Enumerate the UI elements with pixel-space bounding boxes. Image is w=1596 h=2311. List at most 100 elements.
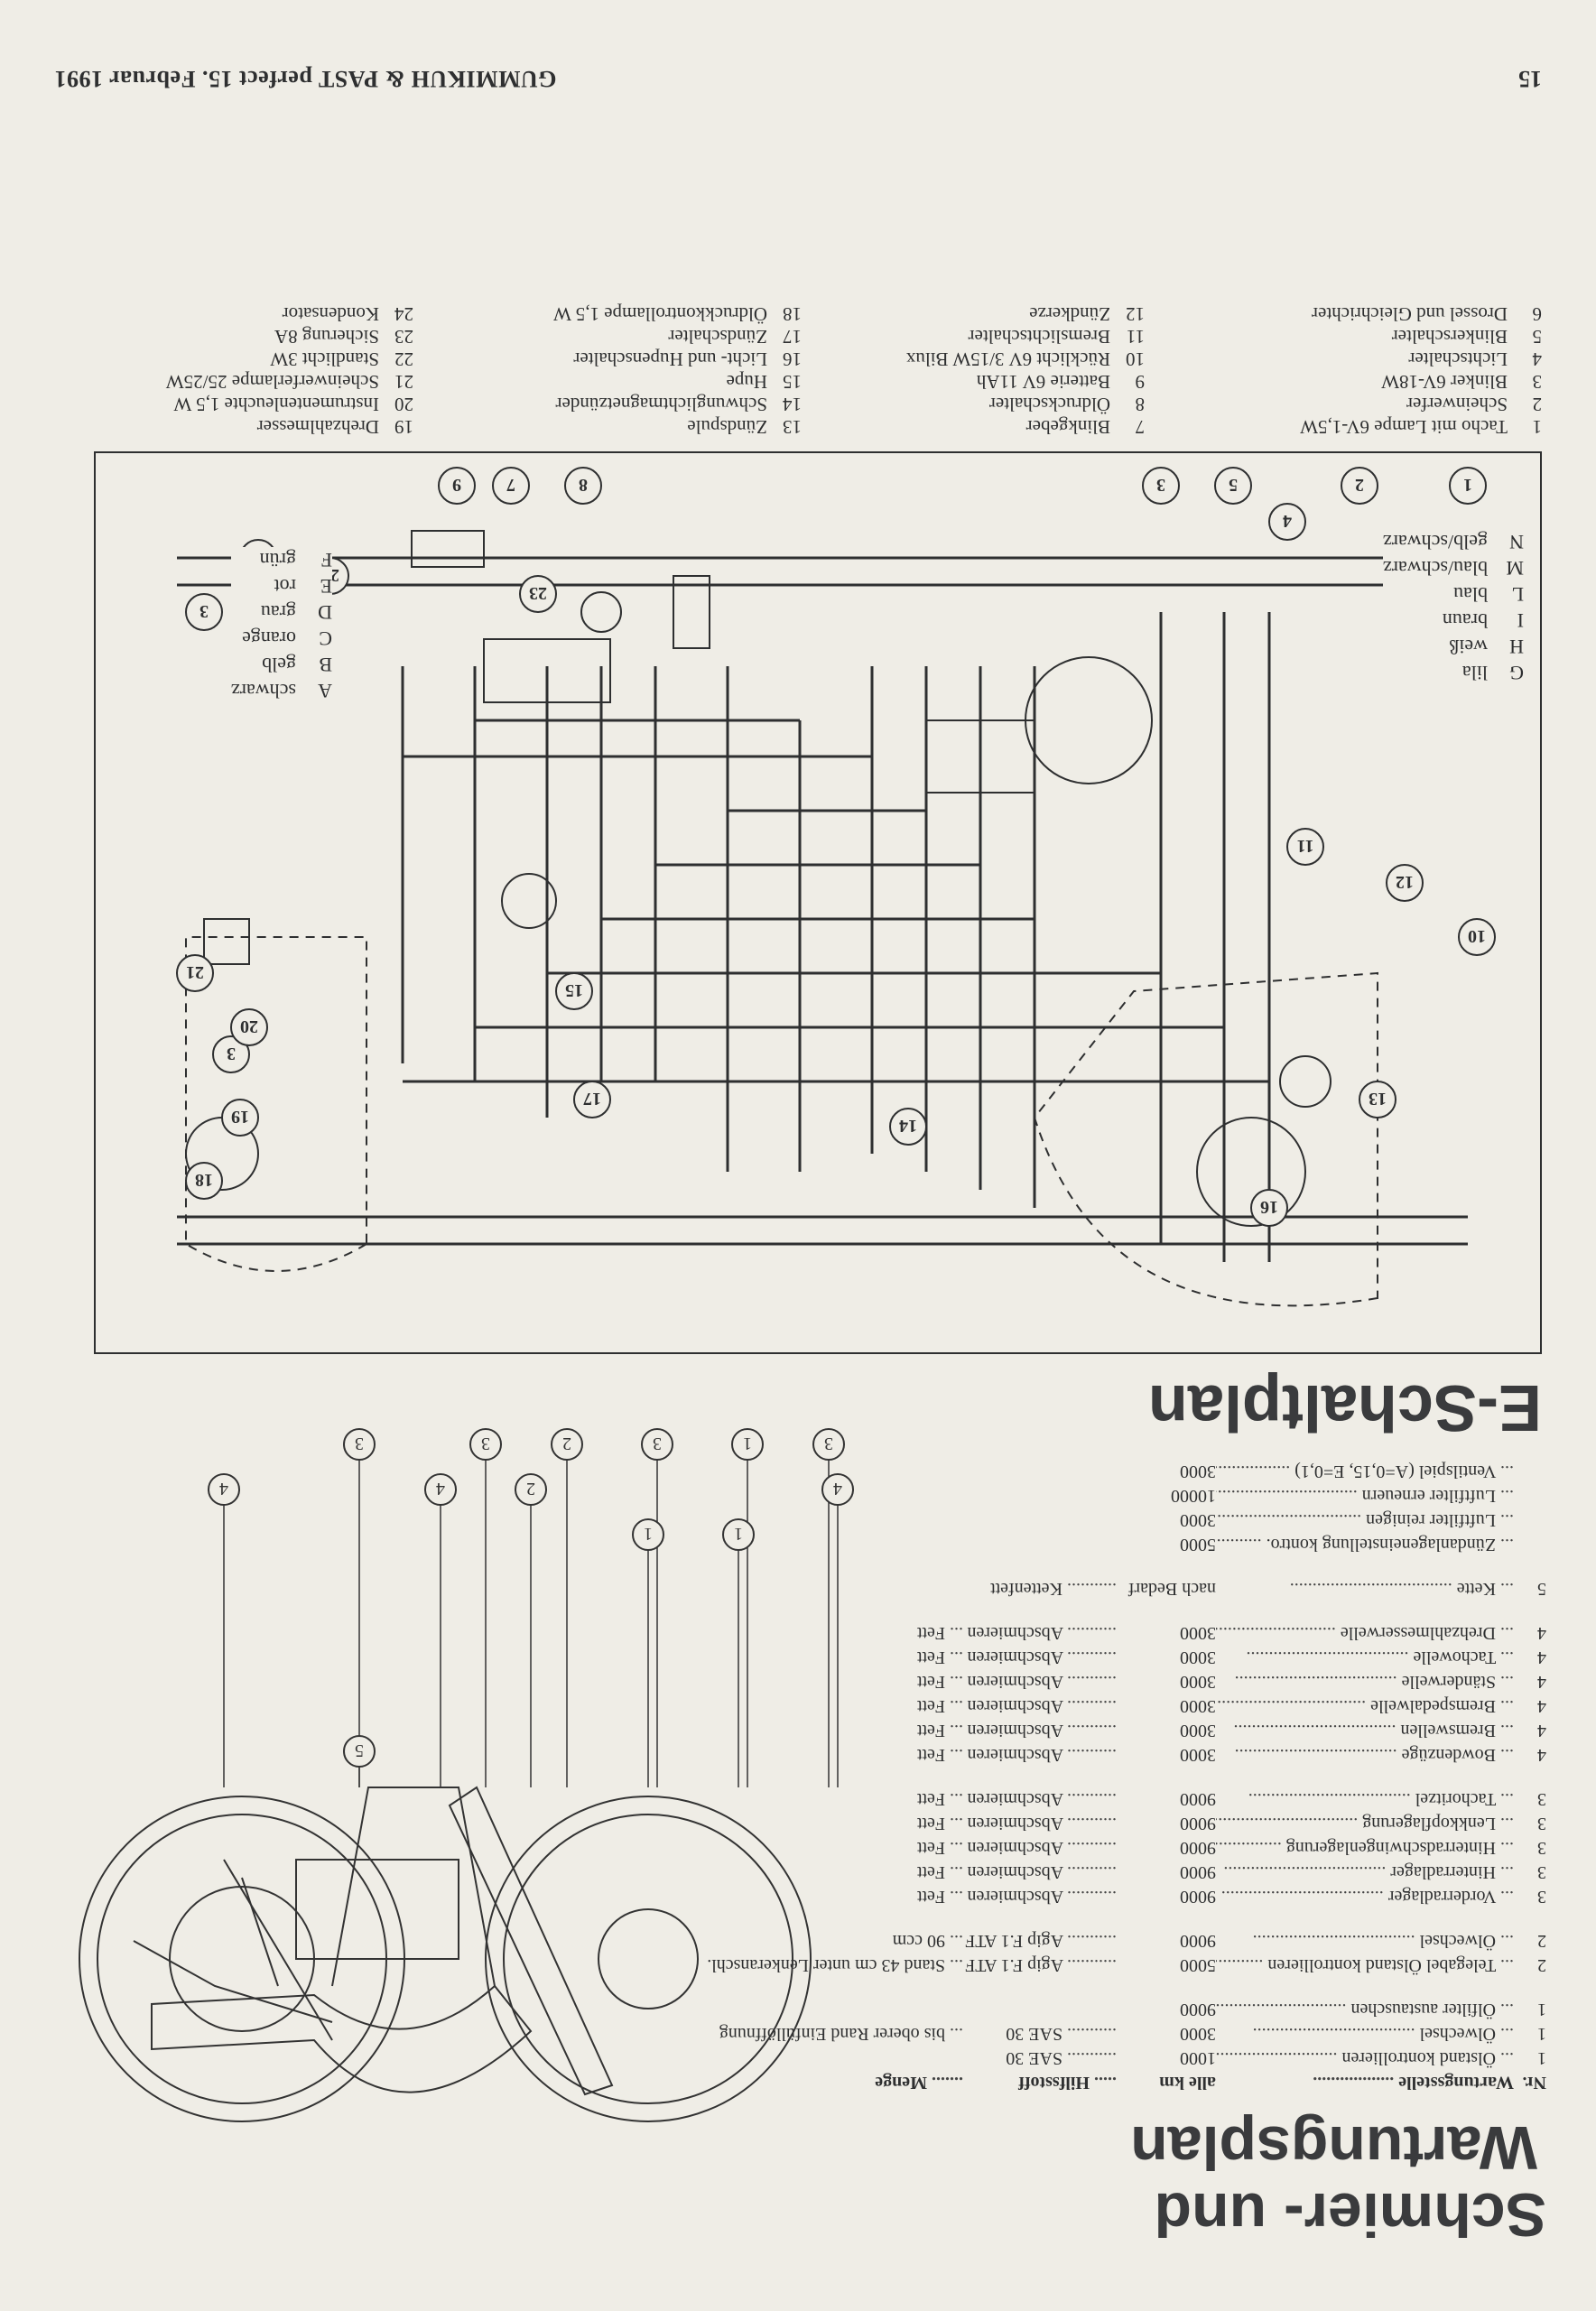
parts-list-item: 22Standlicht 3W — [270, 348, 413, 370]
wire-color-entry: Fgrün — [259, 549, 332, 571]
parts-list-item: 13Zündspule — [687, 416, 802, 438]
schematic-callout-label: 3 — [200, 601, 209, 621]
row-km: 9000 — [1180, 1814, 1216, 1833]
row-item: ... Lenkkopflagerung ...................… — [1216, 1814, 1514, 1833]
lubrication-callout-label: 4 — [219, 1479, 228, 1499]
row-km: 3000 — [1180, 1696, 1216, 1716]
lubrication-callout-label: 3 — [653, 1434, 662, 1453]
row-material: ........... Kettenfett — [990, 1579, 1117, 1599]
wire-color-entry: Mblau/schwarz — [1382, 557, 1524, 580]
lubrication-callout-label: 4 — [833, 1479, 842, 1499]
row-nr: 4 — [1537, 1672, 1546, 1692]
parts-list-item: 5Blinkerschalter — [1391, 326, 1542, 348]
lubrication-callout-circle — [821, 1473, 854, 1506]
row-item: ... Drehzahlmesserwelle ................… — [1216, 1623, 1514, 1643]
schematic-callout-circle — [1142, 467, 1180, 505]
running-title: GUMMIKUH & PAST perfect 15. Februar 1991 — [54, 66, 557, 92]
parts-list-item: 12Zündkerze — [1029, 303, 1145, 325]
row-item: ... Kette ..............................… — [1289, 1579, 1514, 1599]
row-km: 3000 — [1180, 1647, 1216, 1667]
parts-list-item: 20Instrumentenleuchte 1,5 W — [173, 394, 413, 415]
schematic-callout-circle — [1386, 864, 1424, 902]
ignition-coil-symbol — [673, 575, 710, 649]
row-km: nach Bedarf — [1127, 1579, 1216, 1599]
wire-color-entry: Ibraun — [1442, 609, 1524, 632]
row-item: ... Bowdenzüge .........................… — [1234, 1745, 1514, 1765]
schematic-callout-label: 1 — [1463, 475, 1472, 495]
wire-color-entry: Glila — [1461, 662, 1524, 684]
row-item: ... Zündanlageneinstellung kontro. .....… — [1216, 1535, 1514, 1555]
row-item: ... Ständerwelle .......................… — [1234, 1672, 1514, 1692]
wire-color-entry: Bgelb — [262, 654, 332, 676]
row-material: ........... Agip F.1 ATF — [965, 1955, 1117, 1975]
row-material: ........... Abschmieren — [967, 1814, 1117, 1833]
schematic-callout-circle — [1214, 467, 1252, 505]
schematic-callout-circle — [230, 1008, 268, 1046]
schematic-callout-label: 16 — [1260, 1197, 1278, 1217]
row-material: ........... Abschmieren — [967, 1696, 1117, 1716]
row-item: ... Ölwechsel ..........................… — [1252, 2024, 1514, 2044]
schematic-title: E-Schaltplan — [1147, 1371, 1542, 1443]
row-nr: 4 — [1537, 1647, 1546, 1667]
row-item: ... Luftfilter reinigen ................… — [1216, 1510, 1514, 1530]
row-nr: 4 — [1537, 1696, 1546, 1716]
wire-color-entry: Aschwarz — [230, 680, 332, 702]
lubrication-callout-circle — [632, 1518, 664, 1551]
schematic-callout-circle — [1268, 503, 1306, 541]
fuel-tank — [151, 1984, 533, 2093]
schematic-callout-circle — [221, 1099, 259, 1137]
lubrication-callout-circle — [731, 1428, 764, 1461]
row-nr: 4 — [1537, 1745, 1546, 1765]
swing-arm — [223, 1859, 333, 2041]
wire-color-entry: Hweiß — [1449, 636, 1524, 658]
schematic-callout-circle — [519, 575, 557, 613]
row-material: ........... Abschmieren — [967, 1745, 1117, 1765]
parts-list-item: 17Zündschalter — [668, 326, 802, 348]
front-fork — [448, 1786, 614, 2096]
row-nr: 2 — [1537, 1931, 1546, 1951]
schematic-callout-label: 23 — [529, 583, 547, 603]
row-material: ........... Abschmieren — [967, 1887, 1117, 1907]
lubrication-callout-circle — [208, 1473, 240, 1506]
schematic-callout-label: 12 — [1396, 872, 1414, 892]
maintenance-title-line1: Schmier- und — [1154, 2180, 1547, 2249]
row-km: 3000 — [1180, 2024, 1216, 2044]
schematic-callout-label: 13 — [1369, 1089, 1387, 1109]
parts-list-item: 1Tacho mit Lampe 6V-1,5W — [1300, 416, 1542, 438]
lubrication-callout-label: 1 — [734, 1524, 743, 1544]
row-item: ... Bremspedalwelle ....................… — [1216, 1696, 1514, 1716]
schematic-callout-label: 5 — [1229, 475, 1238, 495]
row-item: ... Ölwechsel ..........................… — [1252, 1931, 1514, 1951]
schematic-callout-circle — [438, 467, 476, 505]
row-km: 5000 — [1180, 1535, 1216, 1555]
schematic-callout-label: 3 — [227, 1044, 236, 1063]
row-km: 3000 — [1180, 1623, 1216, 1643]
row-item: ... Luftfilter erneuern ................… — [1216, 1486, 1514, 1506]
taillight-outline — [185, 936, 367, 1272]
row-item: ... Telegabel Ölstand kontrollieren ....… — [1216, 1955, 1514, 1975]
row-item: ... Hinterradlager .....................… — [1223, 1862, 1514, 1882]
lubrication-callout-circle — [641, 1428, 673, 1461]
col-item: Wartungsstelle .................. — [1313, 2073, 1514, 2093]
page-number: 15 — [1518, 66, 1542, 92]
parts-list-item: 6Drossel und Gleichrichter — [1312, 303, 1542, 325]
row-item: ... Vorderradlager .....................… — [1220, 1887, 1514, 1907]
row-nr: 2 — [1537, 1955, 1546, 1975]
parts-list-item: 7Blinkgeber — [1025, 416, 1145, 438]
schematic-callout-label: 2 — [1355, 475, 1364, 495]
schematic-callout-label: 19 — [231, 1107, 249, 1127]
lubrication-callout-label: 1 — [644, 1524, 653, 1544]
maintenance-title: Schmier- und Wartungsplan — [1130, 2113, 1547, 2249]
engine — [331, 1787, 496, 1987]
lubrication-callout-circle — [551, 1428, 583, 1461]
row-km: 3000 — [1180, 1745, 1216, 1765]
schematic-callout-label: 21 — [186, 962, 204, 982]
row-km: 9000 — [1180, 1931, 1216, 1951]
parts-list-item: 16Licht- und Hupenschalter — [573, 348, 802, 370]
row-nr: 3 — [1537, 1789, 1546, 1809]
lubrication-callout-circle — [343, 1735, 376, 1768]
